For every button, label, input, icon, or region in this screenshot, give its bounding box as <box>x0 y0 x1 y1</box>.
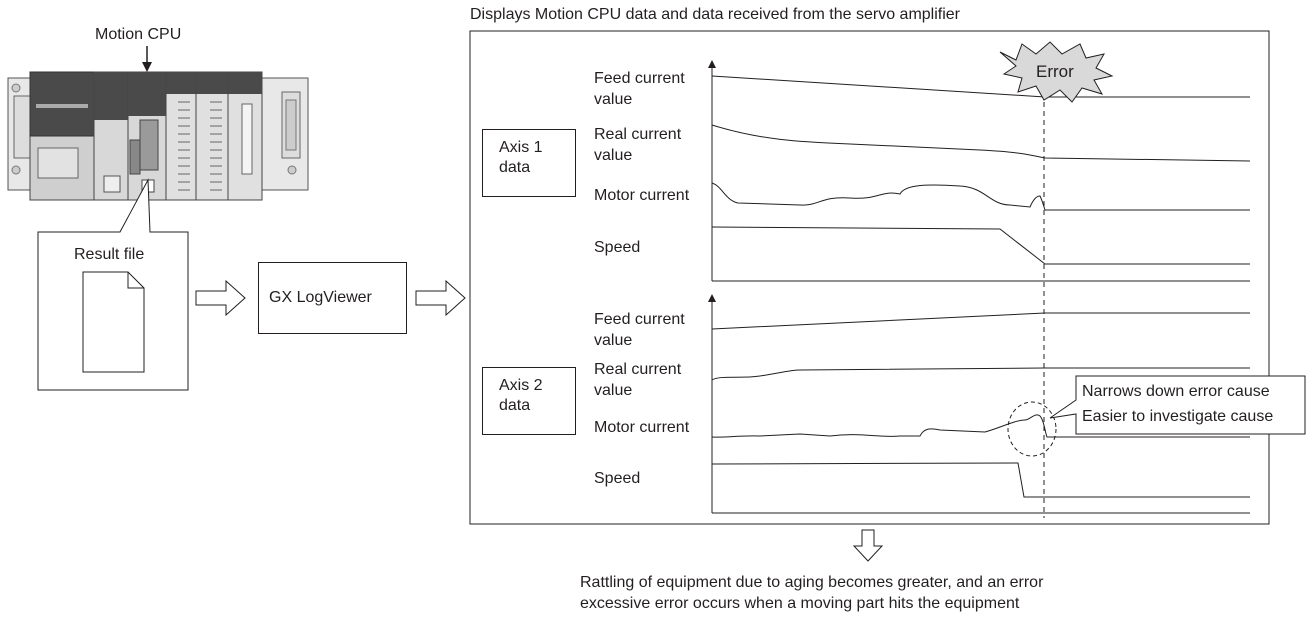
error-label: Error <box>1036 62 1074 81</box>
axis1-axes <box>711 66 1250 282</box>
callout-line1: Narrows down error cause <box>1082 383 1270 400</box>
axis1-feed-label-2: value <box>594 91 633 108</box>
logviewer-box: GX LogViewer <box>258 262 407 334</box>
axis1-data-box: Axis 1 data <box>482 129 576 197</box>
axis1-speed-trace <box>711 226 1250 265</box>
conclusion-line1: Rattling of equipment due to aging becom… <box>580 574 1044 591</box>
axis2-speed-trace <box>711 462 1250 498</box>
axis2-traces <box>711 312 1250 498</box>
axis2-real-label-1: Real current <box>594 361 682 378</box>
axis1-traces <box>711 75 1251 265</box>
motion-cpu-label: Motion CPU <box>95 26 182 43</box>
document-icon <box>82 271 145 373</box>
axis2-motor-label: Motor current <box>594 419 690 436</box>
axis2-arrowhead <box>708 294 716 302</box>
axis2-feed-trace <box>711 312 1250 330</box>
flow-arrow-1 <box>195 279 246 317</box>
axis2-feed-label-2: value <box>594 332 633 349</box>
conclusion-line2: excessive error occurs when a moving par… <box>580 595 1020 612</box>
axis2-real-label-2: value <box>594 382 633 399</box>
axis1-motor-trace <box>711 182 1250 211</box>
result-file-label: Result file <box>74 246 145 263</box>
chart-panel <box>469 30 1270 525</box>
error-cause-callout <box>1049 375 1306 435</box>
axis1-real-trace <box>711 124 1251 162</box>
axis1-real-label-2: value <box>594 147 633 164</box>
axis1-arrowhead <box>708 60 716 68</box>
callout-line2: Easier to investigate cause <box>1082 408 1274 425</box>
axis1-feed-label-1: Feed current <box>594 70 685 87</box>
motion-cpu-pointer-arrow <box>142 46 152 72</box>
axis1-real-label-1: Real current <box>594 126 682 143</box>
axis2-box-line2: data <box>499 397 531 414</box>
axis2-axes <box>711 300 1250 514</box>
flow-arrow-down <box>852 529 884 562</box>
axis2-feed-label-1: Feed current <box>594 311 685 328</box>
axis2-real-trace <box>711 367 1250 381</box>
flow-arrow-2 <box>415 279 466 317</box>
anomaly-highlight-circle <box>1007 401 1057 457</box>
axis1-motor-label: Motor current <box>594 187 690 204</box>
axis2-motor-trace <box>711 414 1250 438</box>
axis1-box-line1: Axis 1 <box>499 139 543 156</box>
plc-unit-image <box>7 71 309 201</box>
axis2-box-line1: Axis 2 <box>499 377 543 394</box>
panel-header: Displays Motion CPU data and data receiv… <box>470 6 960 23</box>
axis1-box-line2: data <box>499 159 531 176</box>
axis2-speed-label: Speed <box>594 470 641 487</box>
axis2-data-box: Axis 2 data <box>482 367 576 435</box>
axis1-speed-label: Speed <box>594 239 641 256</box>
axis1-feed-trace <box>711 75 1250 98</box>
error-burst-icon <box>999 41 1114 103</box>
logviewer-label: GX LogViewer <box>269 289 372 306</box>
